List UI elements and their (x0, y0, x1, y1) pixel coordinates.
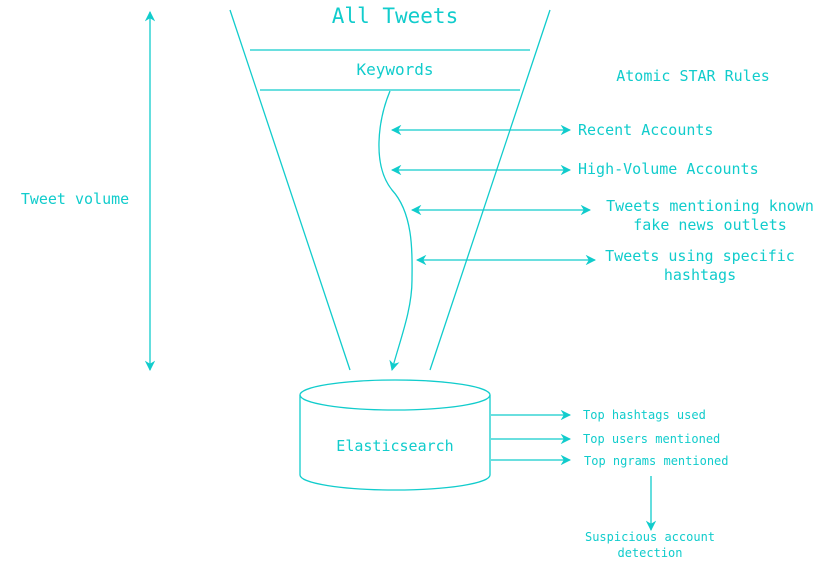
rule-hashtags-line2: hashtags (664, 266, 736, 284)
keywords-label: Keywords (356, 60, 433, 79)
output-top-hashtags: Top hashtags used (583, 408, 706, 422)
database-label: Elasticsearch (336, 437, 453, 455)
rule-recent-accounts: Recent Accounts (578, 121, 713, 139)
rules-title: Atomic STAR Rules (616, 67, 770, 85)
funnel-right-edge (429, 9, 551, 371)
volume-label: Tweet volume (21, 190, 129, 208)
rule-fake-news-line2: fake news outlets (633, 216, 787, 234)
result-line1: Suspicious account (585, 530, 715, 544)
rule-high-volume-accounts: High-Volume Accounts (578, 160, 759, 178)
elasticsearch-database-icon (299, 379, 491, 491)
rule-fake-news-line1: Tweets mentioning known (606, 197, 814, 215)
funnel-title: All Tweets (332, 4, 458, 28)
rule-hashtags-line1: Tweets using specific (605, 247, 795, 265)
output-top-users: Top users mentioned (583, 432, 720, 446)
output-top-ngrams: Top ngrams mentioned (584, 454, 729, 468)
funnel-left-edge (229, 9, 351, 371)
result-line2: detection (617, 546, 682, 560)
filter-curve-arrow (378, 90, 413, 372)
